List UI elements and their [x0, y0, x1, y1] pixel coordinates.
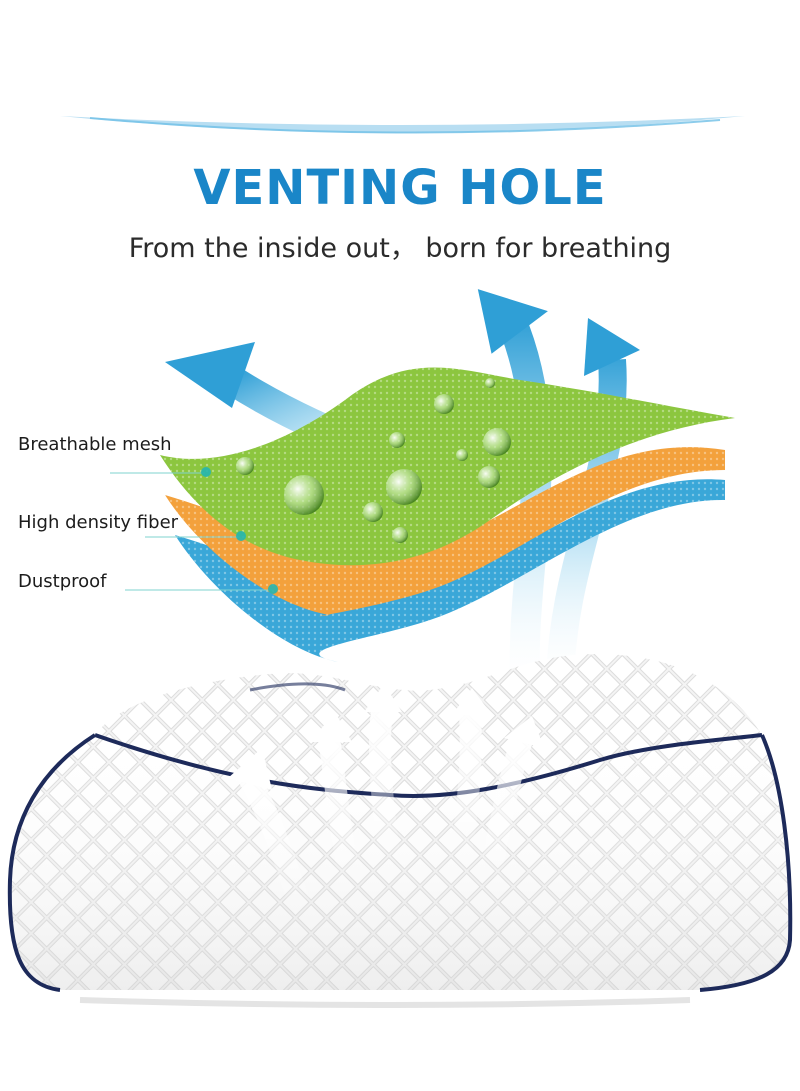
memory-foam-pillow — [7, 654, 793, 1008]
callout-lines — [110, 467, 278, 594]
label-dustproof: Dustproof — [18, 571, 107, 592]
water-droplets — [236, 378, 511, 543]
pillow-arrows — [228, 684, 544, 916]
fabric-layers — [160, 367, 735, 662]
piping-left — [7, 733, 97, 992]
label-high-density-fiber: High density fiber — [18, 512, 179, 533]
wave-decoration — [60, 116, 745, 134]
headline-subtitle: From the inside out， born for breathing — [128, 233, 672, 264]
piping-right — [699, 734, 793, 992]
headline-title: VENTING HOLE — [193, 160, 607, 216]
label-breathable-mesh: Breathable mesh — [18, 434, 172, 455]
